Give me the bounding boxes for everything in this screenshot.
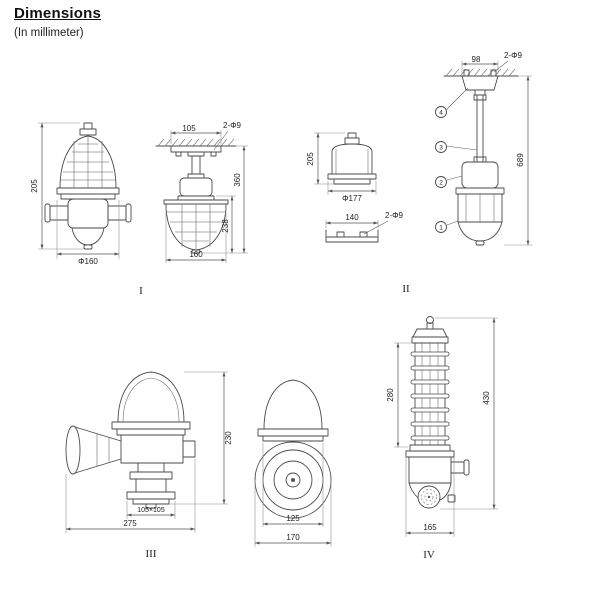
fig3-front-drawing: 125 170 [254,379,332,547]
dim-ii-unit-diameter: Φ177 [342,194,362,203]
dim-iv-overall-height: 430 [482,391,491,405]
fig3-side-drawing: 230 105×105 275 III [65,371,233,560]
fig4-label: IV [423,549,435,561]
callout-1: 1 [435,221,447,233]
dim-i-plate-holes: 2-Φ9 [223,121,241,130]
svg-text:4: 4 [439,109,443,116]
dim-iii-overall-width: 275 [123,519,137,528]
dim-i-overall-height: 360 [233,173,242,187]
svg-text:3: 3 [439,144,443,151]
callout-3: 3 [435,141,447,153]
fig3-label: III [146,548,157,560]
dim-iv-width: 165 [423,523,437,532]
dim-iii-base-square: 105×105 [137,507,165,514]
callout-2: 2 [435,176,447,188]
dim-i-lamp-height: 205 [30,179,39,193]
fig2-pendant-drawing: 98 2-Φ9 689 4 3 2 1 II [402,51,532,295]
dim-ii-bracket-width: 140 [345,213,359,222]
dim-iv-cage-height: 280 [386,388,395,402]
dim-ii-unit-height: 205 [306,152,315,166]
fig2-label: II [402,283,410,295]
svg-text:1: 1 [439,224,443,231]
dim-ii-hanger-width: 98 [472,55,481,64]
dim-ii-overall-height: 689 [516,153,525,167]
dim-i-lamp-width: 160 [189,250,203,259]
page-subtitle: (In millimeter) [14,27,84,39]
svg-text:2: 2 [439,179,443,186]
dim-ii-bracket-holes: 2-Φ9 [385,211,403,220]
fig1-lamp-side-drawing: 205 Φ160 [30,122,132,266]
fig4-tubular-lamp-drawing: 280 430 165 IV [386,316,498,561]
dim-iii-front-width: 170 [286,533,300,542]
fig1-ceiling-lamp-drawing: 105 2-Φ9 360 238 160 I [139,121,248,297]
dim-iii-height: 230 [224,431,233,445]
dim-ii-hanger-holes: 2-Φ9 [504,51,522,60]
fig1-label: I [139,285,143,297]
dim-i-plate-width: 105 [182,124,196,133]
callout-4: 4 [435,106,447,118]
dim-i-lamp-section-height: 238 [221,219,230,233]
dim-iii-front-inner-width: 125 [286,514,300,523]
page-title: Dimensions [14,5,102,22]
fig2-unit-drawing: 205 Φ177 140 2-Φ9 [306,132,404,243]
dim-i-lamp-diameter: Φ160 [78,257,98,266]
